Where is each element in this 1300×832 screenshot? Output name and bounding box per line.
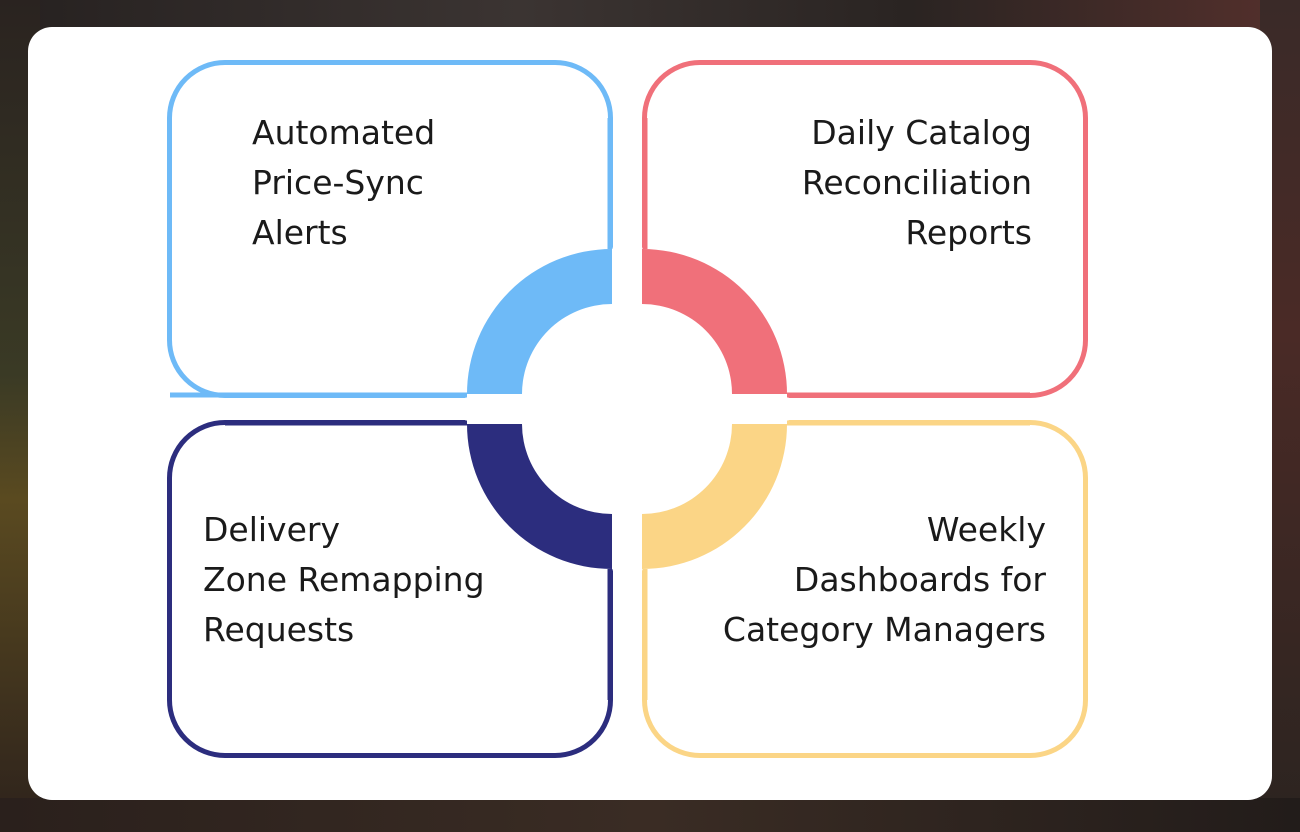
label-line: Reconciliation [801,163,1032,202]
label-line: Delivery [203,510,340,549]
label-line: Dashboards for [793,560,1046,599]
label-line: Price-Sync [252,163,424,202]
label-line: Zone Remapping [203,560,485,599]
ring-segment-blue [467,249,612,394]
label-line: Alerts [252,213,348,252]
label-line: Reports [905,213,1032,252]
label-line: Requests [203,610,355,649]
background-bottom [0,798,1300,832]
ring-segment-red [642,249,787,394]
background-top [0,0,1300,30]
label-line: Weekly [926,510,1046,549]
label-daily-catalog-reconciliation-reports: Daily Catalog Reconciliation Reports [700,108,1032,258]
label-line: Automated [252,113,436,152]
label-line: Daily Catalog [811,113,1032,152]
label-weekly-dashboards-for-category-managers: Weekly Dashboards for Category Managers [640,505,1046,655]
label-automated-price-sync-alerts: Automated Price-Sync Alerts [252,108,435,258]
ring-segment-navy [467,424,612,569]
label-line: Category Managers [722,610,1046,649]
label-delivery-zone-remapping-requests: Delivery Zone Remapping Requests [203,505,485,655]
ring-segment-yellow [642,424,787,569]
